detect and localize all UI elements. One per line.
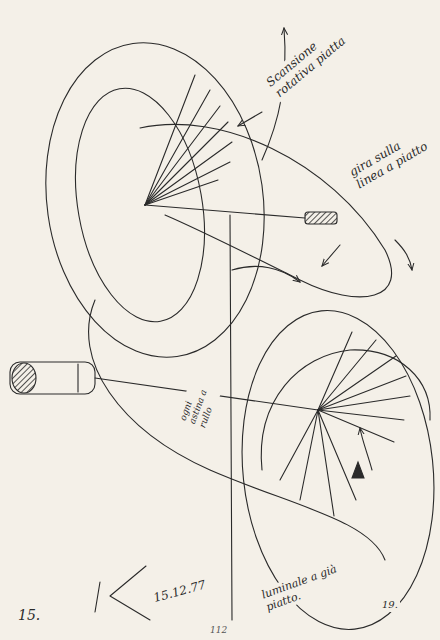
cylinder-ring	[77, 364, 78, 392]
motion-arrow	[322, 245, 340, 266]
tilted-orbit	[89, 300, 385, 560]
handwritten-note: 15.	[16, 606, 42, 624]
outer-orbit	[26, 29, 284, 372]
beam-line	[145, 205, 305, 218]
motion-arrow	[232, 266, 300, 282]
check-mark	[95, 566, 150, 620]
handwritten-note: luminale a già piatto.	[258, 550, 376, 615]
outer-orbit	[227, 301, 440, 639]
scan-fan	[280, 332, 410, 516]
star-mark	[352, 462, 364, 478]
date-note: 15.12.77	[150, 577, 210, 607]
page-number: 112	[208, 624, 229, 636]
cylinder-end	[12, 363, 36, 393]
inner-disc	[58, 78, 221, 332]
handwritten-note: 19.	[380, 598, 400, 612]
handwritten-note: gira sulla linea a piatto	[345, 125, 434, 194]
handwritten-note: Scansione rotativa piatta	[262, 16, 358, 103]
motion-arrow	[360, 428, 372, 470]
axis-line	[230, 215, 232, 620]
inner-disc	[261, 350, 430, 470]
leader-arrow	[238, 112, 262, 126]
cylinder	[305, 212, 337, 224]
cylinder	[10, 362, 95, 394]
scan-fan	[145, 75, 232, 205]
handwritten-note: ogni astina a rullo	[176, 375, 223, 431]
motion-arrow	[395, 240, 412, 270]
